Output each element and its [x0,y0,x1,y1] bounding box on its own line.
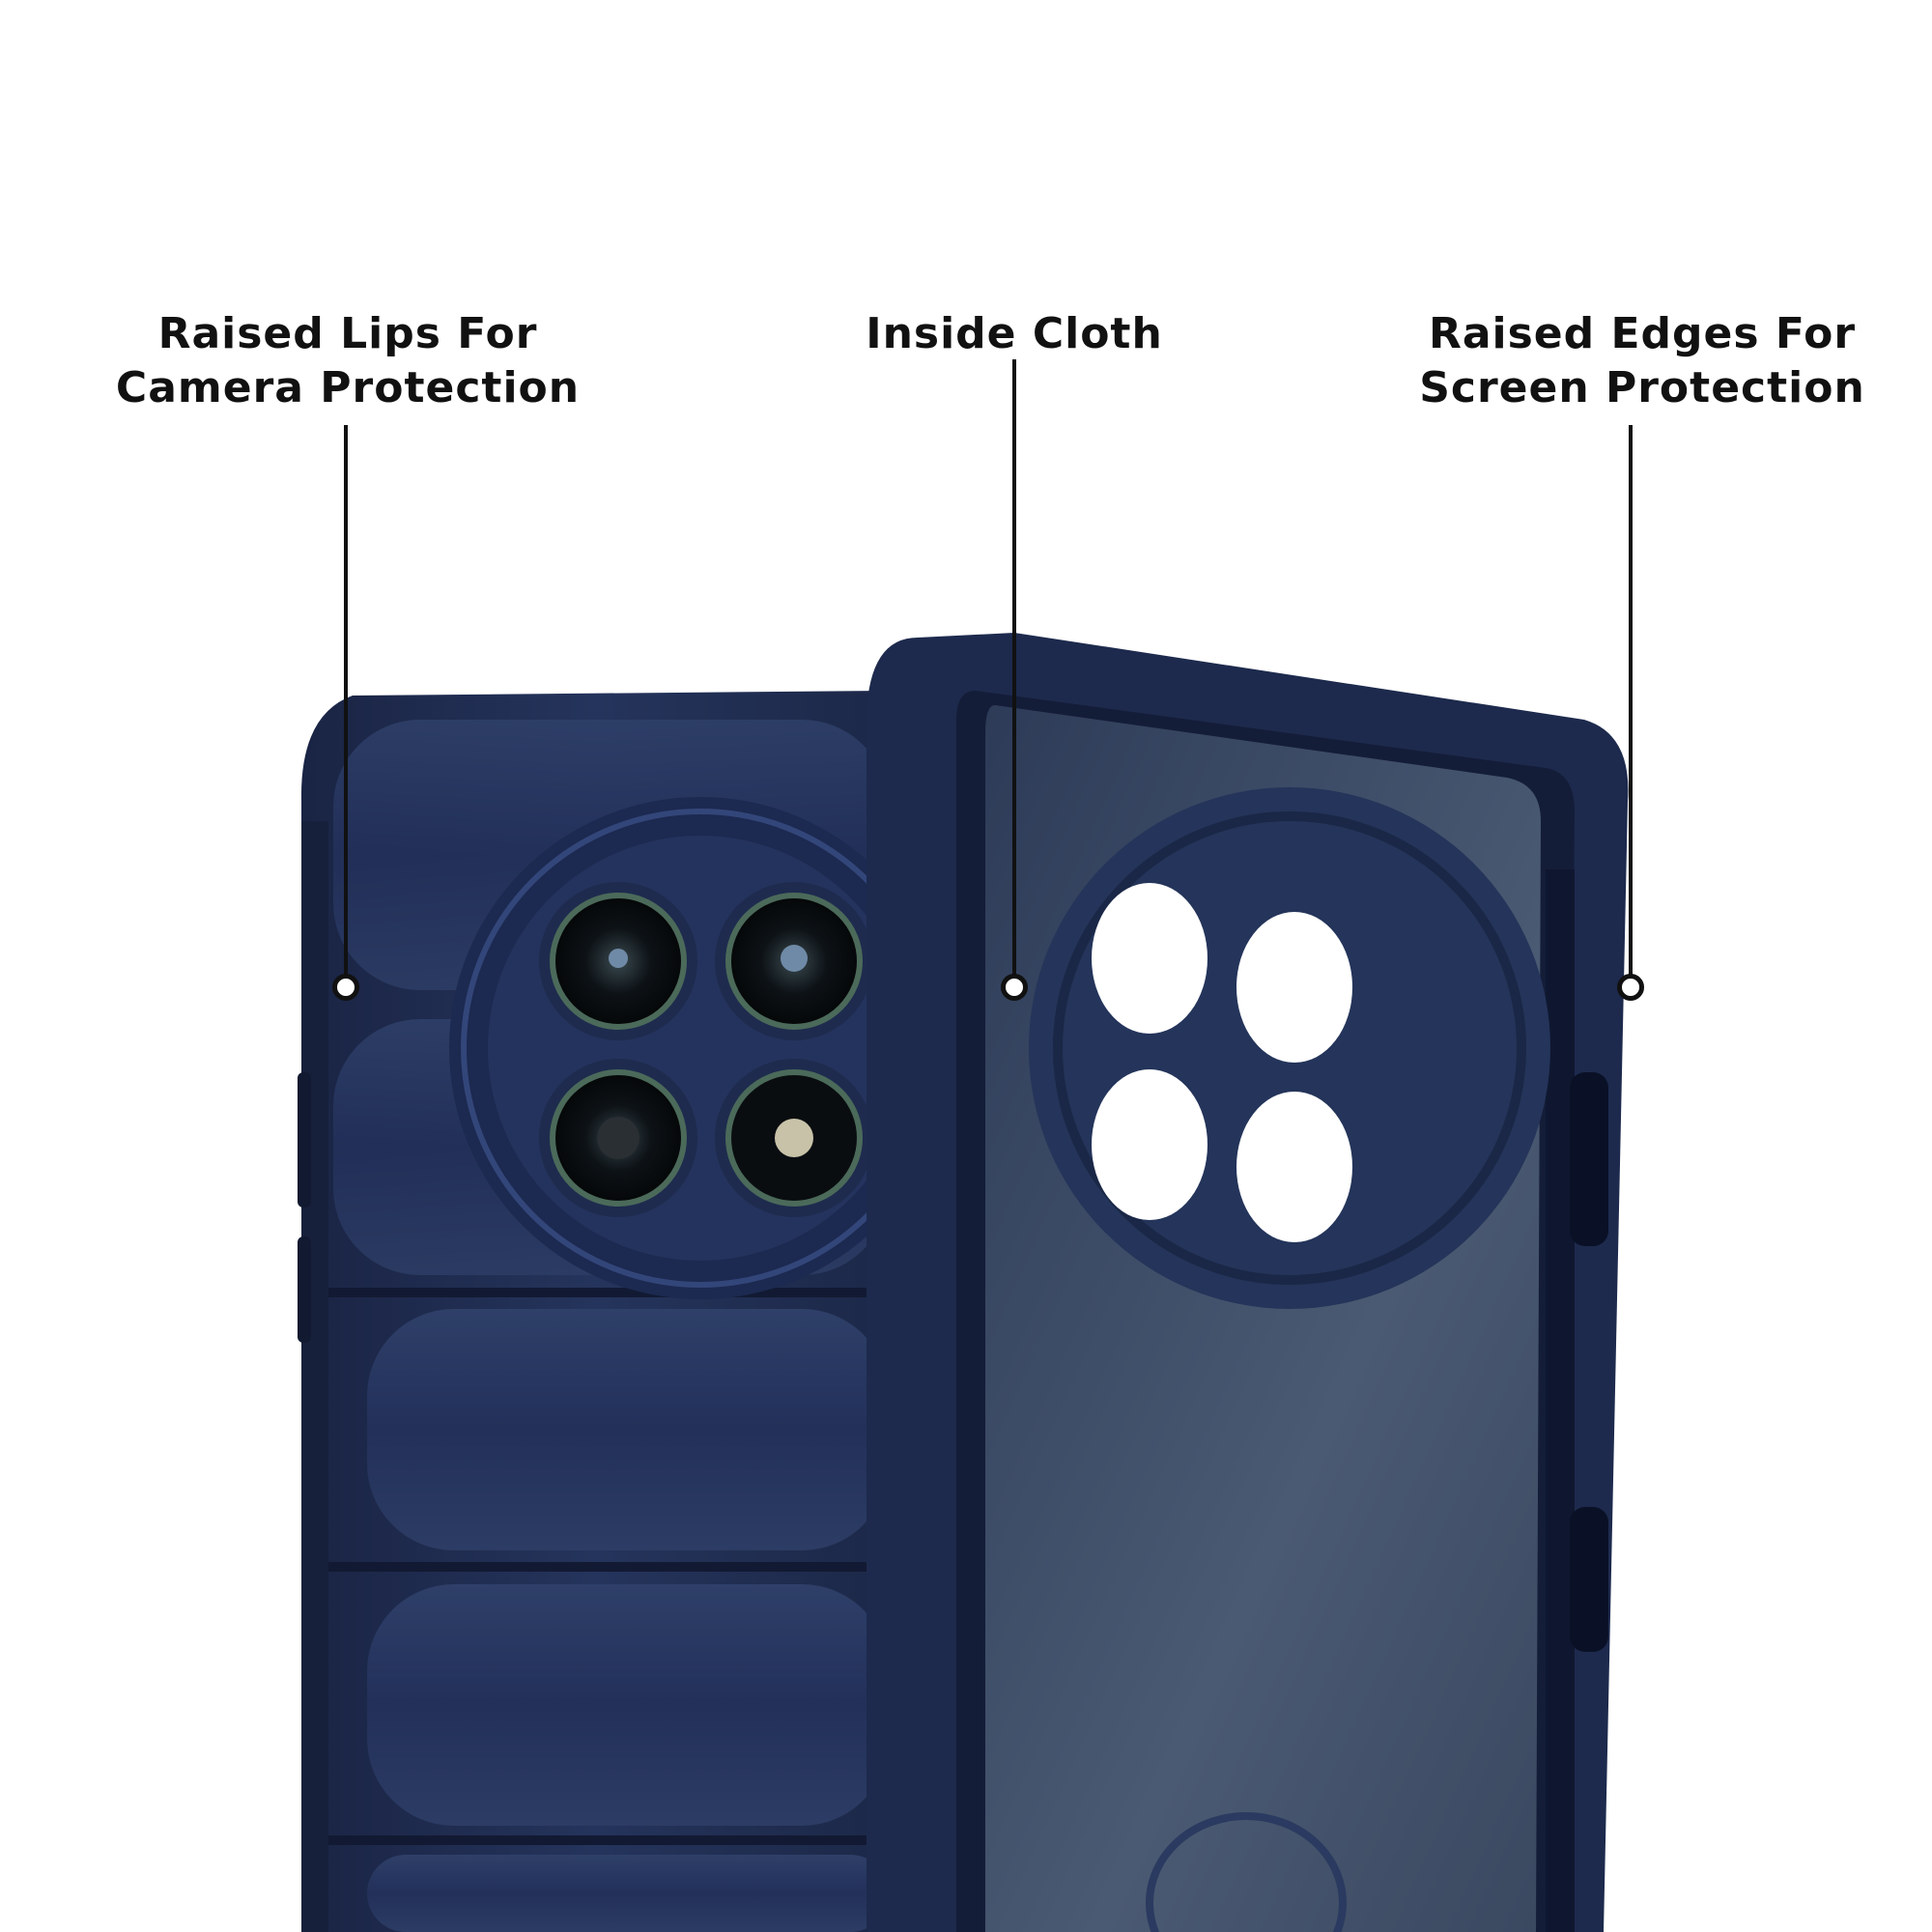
callout-line: Screen Protection [1419,363,1865,412]
leader-line-left [344,425,348,980]
inner-case [867,633,1629,1932]
camera-cutout [1029,787,1550,1309]
callout-line: Camera Protection [115,363,581,412]
callout-line: Inside Cloth [866,309,1163,358]
flash [715,1059,873,1217]
camera-lens [539,1059,697,1217]
leader-line-middle [1012,359,1016,980]
callout-inside-cloth: Inside Cloth [792,307,1236,361]
marker-dot-middle [1001,974,1028,1001]
callout-line: Raised Edges For [1428,309,1857,358]
marker-dot-left [332,974,359,1001]
callout-line: Raised Lips For [157,309,538,358]
camera-lens [539,882,697,1040]
callout-screen-protection: Raised Edges For Screen Protection [1381,307,1903,415]
marker-dot-right [1617,974,1644,1001]
camera-module [449,797,952,1299]
leader-line-right [1629,425,1633,980]
camera-lens [715,882,873,1040]
callout-camera-protection: Raised Lips For Camera Protection [97,307,599,415]
